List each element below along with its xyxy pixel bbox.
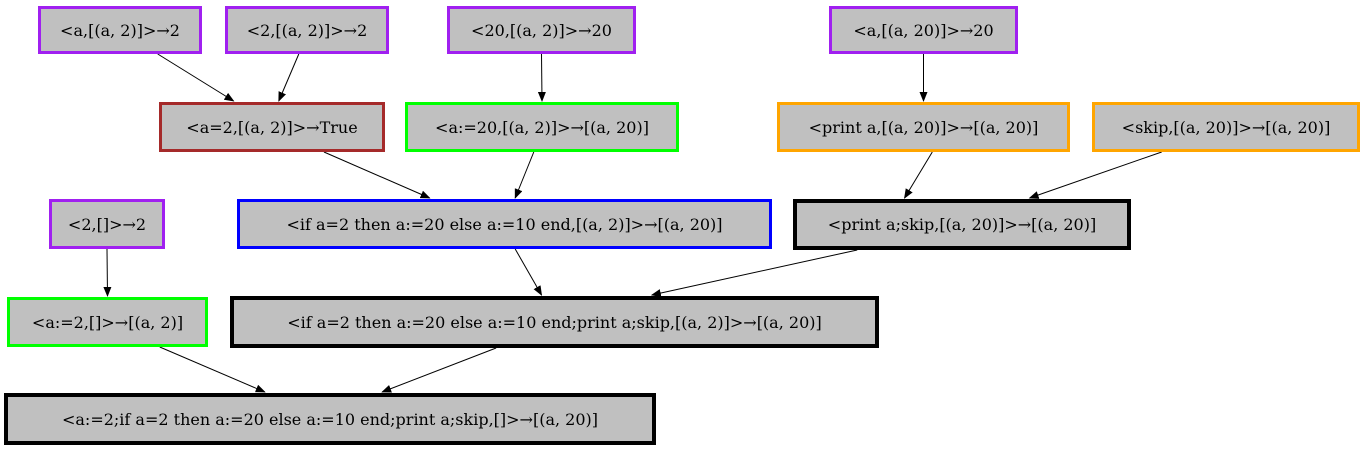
node-label: <2,[]>→2 [67, 214, 147, 234]
node-label: <skip,[(a, 20)]>→[(a, 20)] [1121, 117, 1331, 137]
edge-n2-n5 [278, 53, 300, 102]
edge-n9-n12 [103, 248, 112, 297]
node-root-program: <a:=2;if a=2 then a:=20 else a:=10 end;p… [4, 393, 656, 445]
node-label: <print a,[(a, 20)]>→[(a, 20)] [808, 117, 1039, 137]
node-literal-2: <2,[(a, 2)]>→2 [225, 6, 389, 54]
node-assign-a-2: <a:=2,[]>→[(a, 2)] [7, 297, 208, 347]
edge-n7-n11 [904, 151, 933, 199]
node-label: <a=2,[(a, 2)]>→True [186, 117, 358, 137]
node-literal-2-empty: <2,[]>→2 [49, 199, 165, 249]
edge-n11-n13 [650, 249, 858, 297]
node-label: <2,[(a, 2)]>→2 [246, 20, 368, 40]
node-label: <if a=2 then a:=20 else a:=10 end;print … [287, 312, 822, 332]
node-label: <a,[(a, 2)]>→2 [60, 20, 180, 40]
edge-n6-n10 [514, 151, 535, 199]
edge-n5-n10 [323, 151, 431, 199]
edge-n1-n5 [157, 53, 235, 102]
node-label: <20,[(a, 2)]>→20 [471, 20, 612, 40]
node-if-statement: <if a=2 then a:=20 else a:=10 end,[(a, 2… [237, 199, 772, 249]
edge-n3-n6 [537, 53, 546, 102]
node-label: <print a;skip,[(a, 20)]>→[(a, 20)] [827, 215, 1097, 234]
node-label: <a:=2,[]>→[(a, 2)] [31, 312, 184, 332]
node-literal-20: <20,[(a, 2)]>→20 [447, 6, 636, 54]
node-assign-a-20: <a:=20,[(a, 2)]>→[(a, 20)] [405, 102, 679, 152]
node-condition-true: <a=2,[(a, 2)]>→True [159, 102, 385, 152]
node-label: <a,[(a, 20)]>→20 [853, 20, 994, 40]
node-skip: <skip,[(a, 20)]>→[(a, 20)] [1092, 102, 1360, 152]
node-print-skip-seq: <print a;skip,[(a, 20)]>→[(a, 20)] [793, 199, 1131, 250]
edge-n10-n13 [514, 248, 543, 296]
node-label: <if a=2 then a:=20 else a:=10 end,[(a, 2… [286, 214, 723, 234]
edge-n8-n11 [1028, 151, 1162, 199]
node-label: <a:=2;if a=2 then a:=20 else a:=10 end;p… [61, 409, 598, 429]
node-label: <a:=20,[(a, 2)]>→[(a, 20)] [435, 117, 649, 137]
node-if-print-skip-seq: <if a=2 then a:=20 else a:=10 end;print … [230, 296, 879, 348]
edge-n13-n14 [381, 347, 497, 393]
edge-n12-n14 [159, 346, 266, 393]
node-a-lookup-20: <a,[(a, 20)]>→20 [829, 6, 1018, 54]
node-print-a: <print a,[(a, 20)]>→[(a, 20)] [777, 102, 1070, 152]
node-a-lookup-2: <a,[(a, 2)]>→2 [38, 6, 202, 54]
